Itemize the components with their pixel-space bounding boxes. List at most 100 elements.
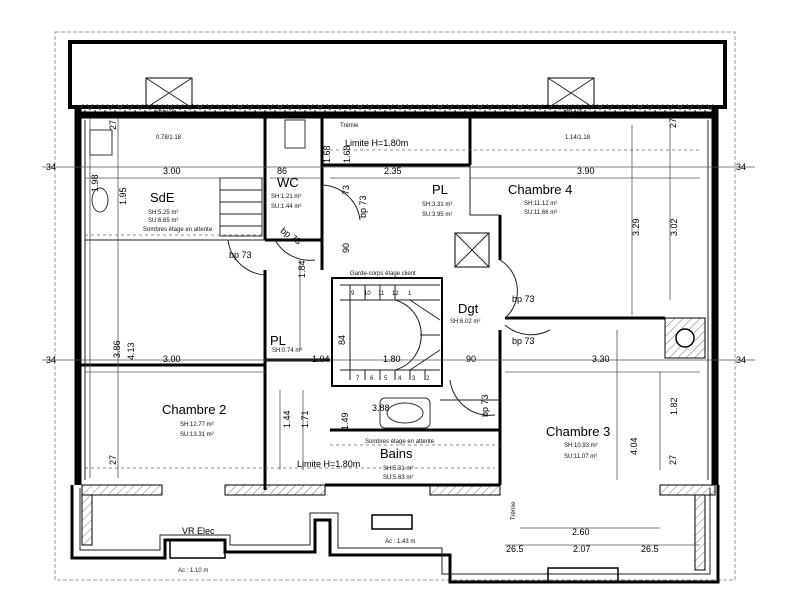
svg-text:11: 11	[378, 291, 385, 297]
bp-label: bp 73	[279, 225, 303, 246]
skylight-cross	[454, 232, 490, 268]
dimension-label: 3.86	[112, 340, 122, 358]
room-name-sde: SdE	[150, 190, 175, 205]
dimension-label: 27	[108, 455, 118, 465]
svg-text:10: 10	[364, 291, 371, 297]
velux-window	[547, 77, 595, 109]
dimension-label: 3.29	[631, 218, 641, 236]
bp-label: bp 73	[229, 250, 252, 260]
velux-size: 0.78/1.18	[156, 135, 182, 141]
skylight	[454, 232, 490, 268]
dimension-label: 3.00	[163, 354, 181, 364]
svg-text:5: 5	[384, 376, 388, 382]
outer-frame	[54, 31, 736, 581]
dimension-label: 4.13	[126, 342, 136, 360]
dimension-label: 1.68	[342, 145, 352, 163]
velux-size: 1.14/1.18	[565, 135, 591, 141]
dimension-label: 34	[736, 162, 746, 172]
velux-label: VELUX	[563, 109, 583, 115]
dimension-label: 1.82	[669, 397, 679, 415]
room-area: SH:5.31 m²	[383, 466, 413, 472]
wall-block	[224, 484, 326, 496]
dimension-label: 34	[736, 355, 746, 365]
room-area: SU:11.07 m²	[564, 454, 597, 460]
dimension-label: 1.71	[300, 410, 310, 428]
dimension-label: 2.07	[573, 544, 591, 554]
dimension-label: 90	[341, 243, 351, 253]
svg-text:12: 12	[392, 291, 399, 297]
dimension-lines	[42, 118, 755, 546]
room-area: SU:6.65 m²	[148, 218, 178, 224]
dimension-label: 1.68	[322, 145, 332, 163]
dimension-label: 2.60	[572, 527, 590, 537]
room-area: SU:5.63 m²	[383, 475, 413, 481]
bp-label: bp 73	[480, 394, 490, 417]
dimension-label: 84	[337, 335, 347, 345]
room-name-pl-mid: PL	[270, 333, 286, 348]
door-swing	[449, 379, 496, 416]
bath-basin	[386, 402, 424, 424]
exterior-bottom-inner	[79, 488, 711, 575]
room-area: SH:6.02 m²	[450, 319, 480, 325]
limit-label: Limite H=1.80m	[345, 138, 408, 148]
chimney-flue	[675, 328, 695, 348]
room-name-dgt: Dgt	[458, 301, 479, 316]
room-area: SU:1.44 m²	[271, 204, 301, 210]
dimension-label: 90	[466, 354, 476, 364]
washbasin	[89, 129, 113, 156]
velux-window-cross	[145, 77, 193, 109]
room-area: SU:11.66 m²	[524, 210, 557, 216]
door-swing	[274, 239, 316, 261]
toilet	[91, 187, 109, 213]
dimension-label: 73	[341, 185, 351, 195]
staircase	[331, 277, 443, 387]
dimension-label: 1.84	[297, 260, 307, 278]
shower-stairs	[219, 177, 263, 237]
door-swing	[504, 324, 551, 336]
interior-lines	[84, 120, 709, 480]
limit-label: Limite H=1.80m	[297, 459, 360, 469]
room-area: SH:11.12 m²	[524, 201, 557, 207]
svg-text:2: 2	[426, 376, 430, 382]
room-area: SH:0.74 m²	[272, 348, 302, 354]
dimension-label: 34	[46, 162, 56, 172]
velux-window	[145, 77, 193, 109]
room-name-bains: Bains	[380, 446, 413, 461]
room-area: SH:5.25 m²	[148, 210, 178, 216]
bp-label: bp 73	[512, 336, 535, 346]
wall-block	[694, 494, 706, 571]
window-opening	[547, 567, 619, 583]
svg-text:6: 6	[370, 376, 374, 382]
dimension-label: 1.49	[340, 412, 350, 430]
dimension-label: 2.35	[384, 166, 402, 176]
dimension-label: 1.98	[90, 174, 100, 192]
ac-label: Ac : 1.43 m	[385, 539, 415, 545]
room-area: SH:12.77 m²	[180, 422, 214, 428]
room-area: SH:3.31 m²	[422, 202, 452, 208]
bp-label: bp 73	[512, 294, 535, 304]
room-area: SH:1.21 m²	[271, 194, 301, 200]
room-name-chambre2: Chambre 2	[162, 402, 226, 417]
room-name-wc: WC	[277, 175, 299, 190]
dimension-label: 1.95	[118, 187, 128, 205]
dimension-label: 1.44	[282, 410, 292, 428]
door-swing	[227, 239, 266, 276]
bp-label: bp 73	[358, 195, 368, 218]
dimension-label: 34	[46, 355, 56, 365]
toilet-wc	[284, 119, 306, 149]
room-area: SU:3.95 m²	[422, 212, 452, 218]
dimension-label: 3.90	[577, 166, 595, 176]
roof-eave	[68, 40, 727, 109]
stair-steps	[220, 189, 262, 227]
svg-text:9: 9	[351, 291, 355, 297]
dimension-label: 1.04	[312, 354, 330, 364]
room-name-pl: PL	[432, 182, 448, 197]
vr-elec-label: VR Elec	[182, 526, 215, 536]
sombres-label: Sombres étage en attente	[365, 439, 435, 445]
dimension-label: 3.02	[669, 218, 679, 236]
svg-text:1: 1	[408, 291, 412, 297]
exterior-wall	[74, 108, 719, 485]
stair-numbers-top: 9 10 11 12 1	[351, 291, 412, 297]
dimension-label: 86	[277, 166, 287, 176]
tremie-label: Trémie	[340, 123, 359, 129]
